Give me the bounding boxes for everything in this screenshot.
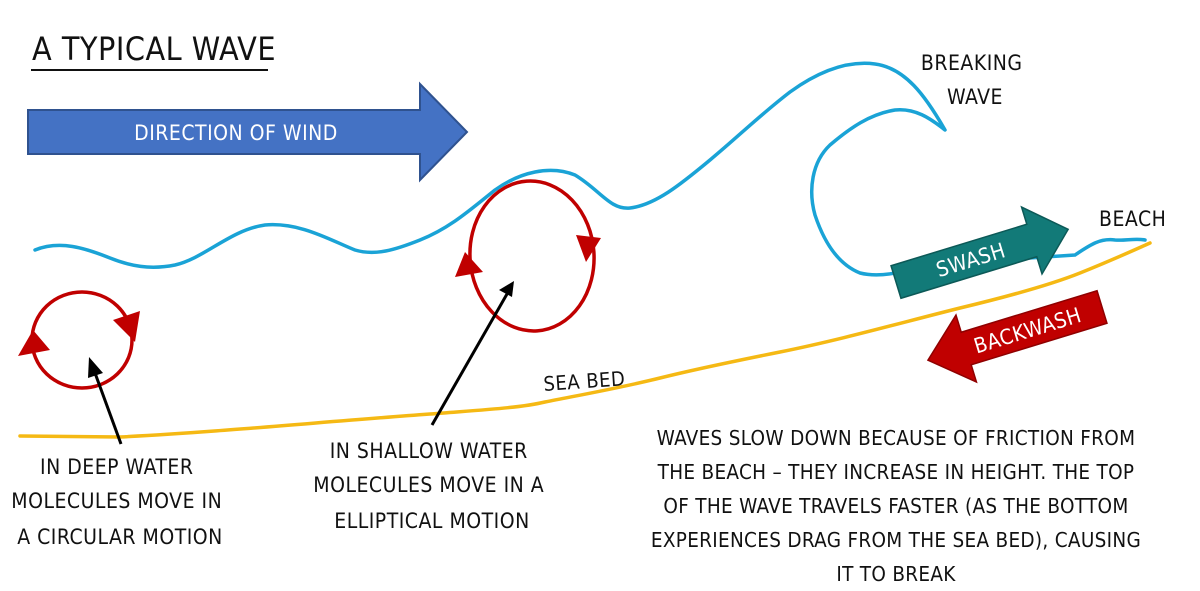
sea-bed-line — [18, 241, 1152, 439]
wave-diagram: A TYPICAL WAVE DIRECTION OF WIND SWASH B… — [11, 30, 1166, 549]
elliptical-motion-arrowhead-right — [576, 235, 601, 262]
wind-arrow-label: DIRECTION OF WIND — [134, 121, 338, 145]
backwash-arrow: BACKWASH — [926, 289, 1108, 384]
circular-motion-arrowhead-right — [113, 311, 140, 342]
elliptical-motion-loop — [468, 179, 596, 333]
shallow-water-label: IN SHALLOW WATER MOLECULES MOVE IN A ELL… — [313, 439, 550, 533]
breaking-wave-label: BREAKING WAVE — [921, 51, 1029, 109]
swash-arrow: SWASH — [890, 205, 1070, 300]
deep-water-label: IN DEEP WATER MOLECULES MOVE IN A CIRCUL… — [11, 455, 228, 549]
sea-bed-label: SEA BED — [543, 366, 626, 396]
explanation-text: WAVES SLOW DOWN BECAUSE OF FRICTION FROM… — [650, 426, 1142, 586]
shallow-water-pointer — [430, 293, 509, 426]
shallow-water-pointer-head — [499, 281, 514, 297]
diagram-title: A TYPICAL WAVE — [32, 30, 276, 68]
beach-label: BEACH — [1099, 207, 1166, 231]
deep-water-pointer-head — [88, 357, 103, 378]
wind-arrow — [27, 81, 469, 183]
elliptical-motion-arrowhead-left — [455, 252, 483, 277]
wave-line — [33, 61, 1147, 277]
circular-motion-arrowhead-left — [18, 330, 50, 356]
circular-motion-loop — [30, 290, 134, 390]
deep-water-pointer — [93, 372, 123, 445]
